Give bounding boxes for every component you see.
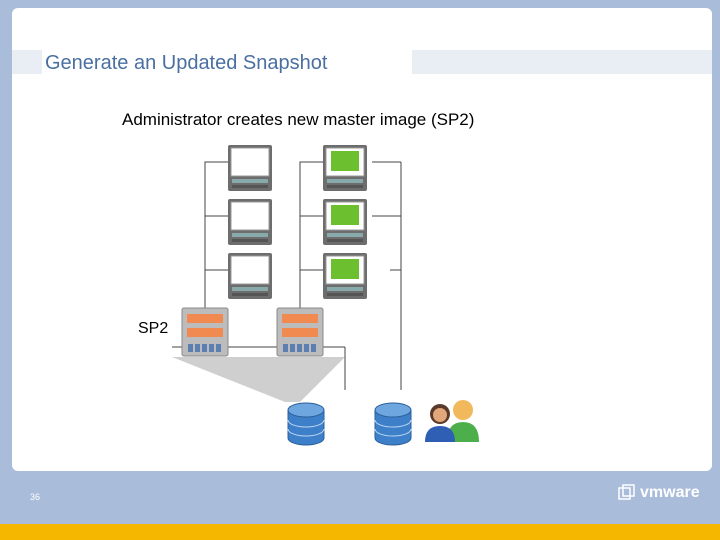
projection-wedge [172, 357, 345, 402]
vm-icon [323, 199, 367, 245]
vm-icon [228, 145, 272, 191]
vm-icon [228, 253, 272, 299]
vmware-logo: vmware [618, 483, 700, 503]
snapshot-label: SP2 [138, 320, 169, 337]
accent-bar [0, 524, 720, 540]
host-server-icon [181, 307, 229, 357]
vmware-logo-text: vmware [640, 484, 700, 501]
vm-icon [323, 253, 367, 299]
database-icon [374, 402, 412, 446]
vm-icon [228, 199, 272, 245]
title-bar [12, 50, 712, 74]
page-number: 36 [30, 492, 41, 502]
vm-icon [323, 145, 367, 191]
vmware-logo-icon [618, 484, 635, 500]
slide-title: Generate an Updated Snapshot [45, 52, 328, 74]
users-icon [425, 400, 479, 442]
database-icon [287, 402, 325, 446]
host-server-icon [276, 307, 324, 357]
slide-subtitle: Administrator creates new master image (… [122, 110, 475, 129]
